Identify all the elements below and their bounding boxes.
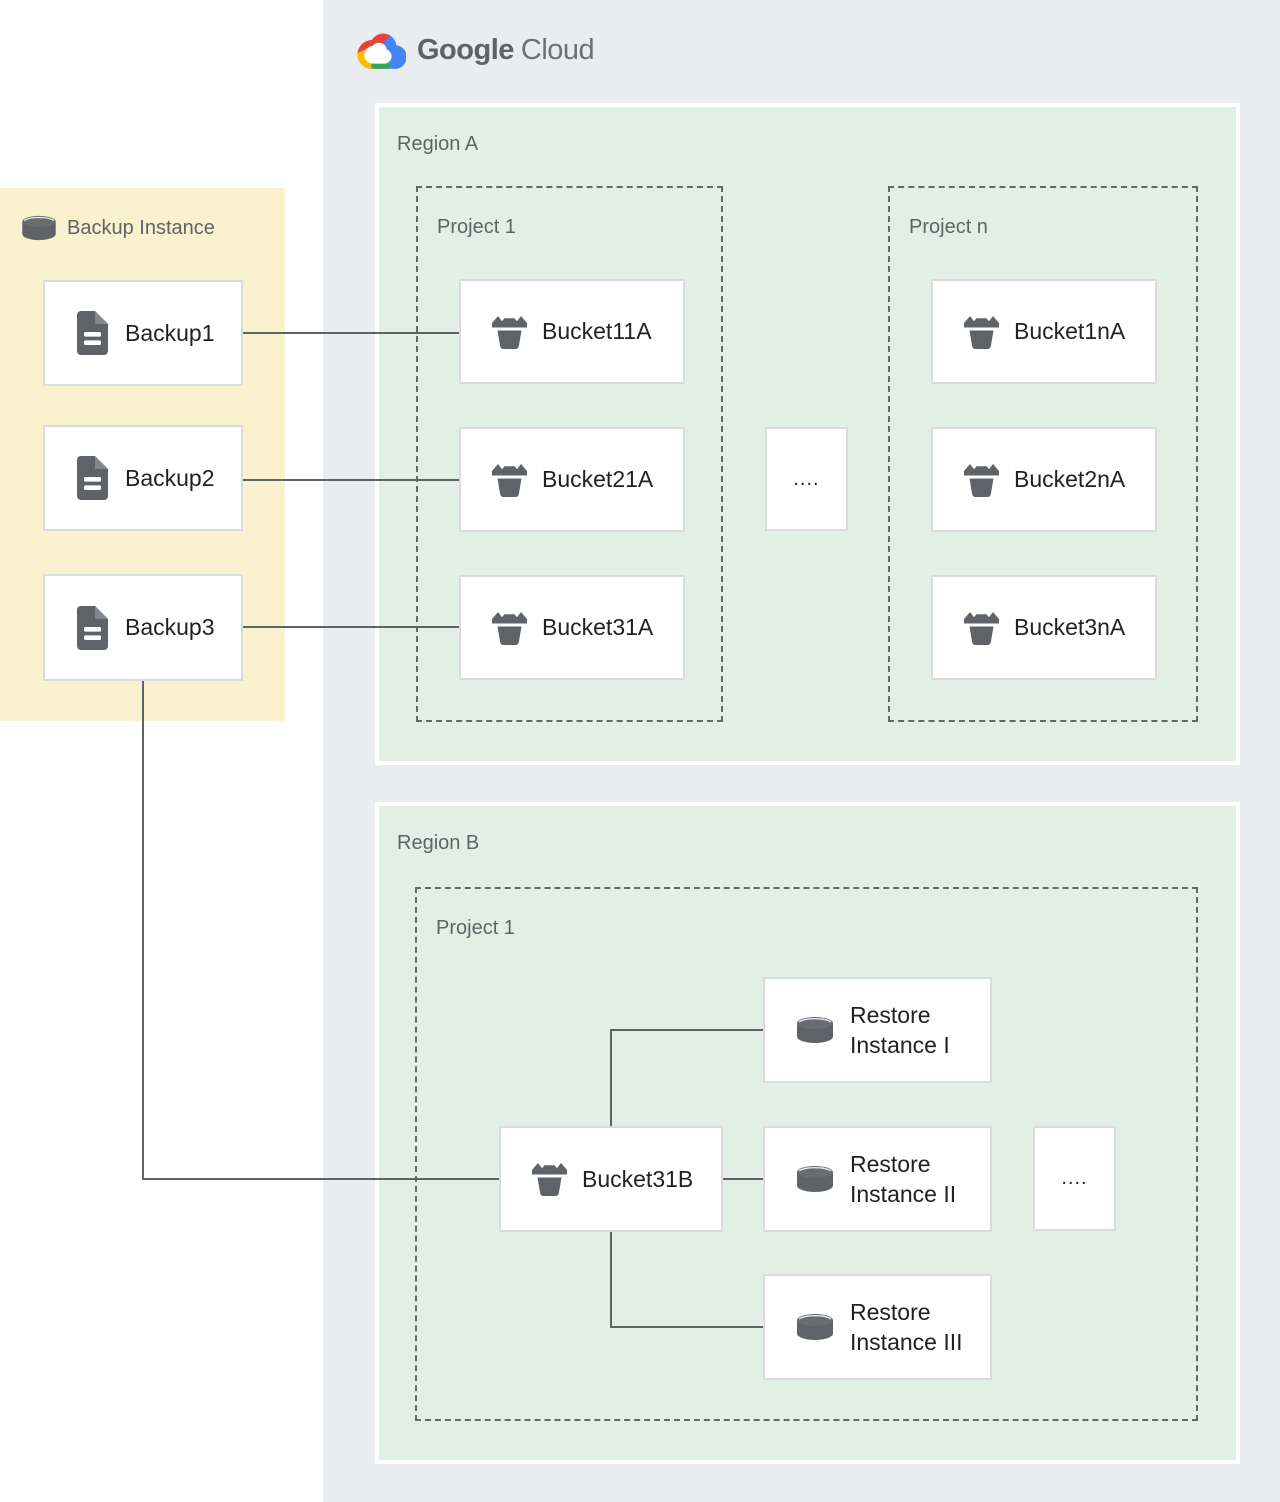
bucket21a-label: Bucket21A [542, 466, 654, 492]
backup2-label: Backup2 [125, 464, 215, 491]
restore-instance-3-node: Restore Instance III [763, 1274, 992, 1380]
bucket31b-node: Bucket31B [499, 1126, 723, 1232]
bucket3na-node: Bucket3nA [931, 575, 1157, 680]
bucket21a-node: Bucket21A [459, 427, 685, 532]
region-b-label: Region B [397, 832, 480, 854]
bucket-icon [492, 315, 527, 349]
ellipsis-label: .... [1061, 1167, 1088, 1189]
bucket1na-label: Bucket1nA [1014, 318, 1126, 344]
ellipsis-label: .... [793, 467, 820, 490]
bucket2na-node: Bucket2nA [931, 427, 1157, 532]
project-1-label: Project 1 [437, 216, 516, 238]
region-a: Region A Project 1 Bucket11A Bucket21A B… [375, 103, 1240, 765]
backup3-node: Backup3 [43, 574, 243, 681]
backup1-node: Backup1 [43, 280, 243, 386]
google-cloud-logo-icon [357, 33, 406, 69]
file-icon [77, 311, 108, 355]
region-b: Region B Project 1 Bucket31B Restore Ins… [375, 802, 1240, 1464]
database-icon [796, 1313, 834, 1341]
file-icon [77, 456, 108, 500]
restore-instance-2-node: Restore Instance II [763, 1126, 992, 1232]
logo-product-text: Cloud [520, 33, 595, 66]
bucket-icon [532, 1163, 567, 1197]
backup-instance-title: Backup Instance [67, 216, 215, 239]
backup1-label: Backup1 [125, 319, 215, 346]
backup3-label: Backup3 [125, 614, 215, 640]
database-icon [21, 215, 57, 241]
bucket31b-label: Bucket31B [582, 1165, 694, 1192]
project-n-label: Project n [909, 216, 988, 238]
region-b-project-1: Project 1 Bucket31B Restore Instance I R… [415, 887, 1198, 1421]
bucket11a-node: Bucket11A [459, 279, 685, 384]
restore-instance-1-label: Restore Instance I [850, 1002, 950, 1058]
bucket-icon [492, 611, 527, 645]
region-b-project-1-label: Project 1 [436, 917, 515, 939]
bucket-icon [964, 463, 999, 497]
bucket-icon [964, 611, 999, 645]
bucket-icon [492, 463, 527, 497]
restore-instance-2-label: Restore Instance II [850, 1151, 957, 1207]
database-icon [796, 1165, 834, 1193]
bucket-icon [964, 315, 999, 349]
bucket31a-node: Bucket31A [459, 575, 685, 680]
backup-instance-header: Backup Instance [20, 215, 215, 241]
bucket31a-label: Bucket31A [542, 614, 654, 640]
file-icon [77, 605, 108, 650]
restore-instance-1-node: Restore Instance I [763, 977, 992, 1083]
region-a-label: Region A [397, 133, 479, 155]
bucket3na-label: Bucket3nA [1014, 614, 1126, 640]
region-b-ellipsis-node: .... [1033, 1126, 1116, 1231]
region-a-project-1: Project 1 Bucket11A Bucket21A Bucket31A [416, 186, 723, 722]
region-a-ellipsis-node: .... [765, 427, 848, 531]
bucket1na-node: Bucket1nA [931, 279, 1157, 384]
bucket11a-label: Bucket11A [542, 318, 652, 344]
bucket2na-label: Bucket2nA [1014, 466, 1126, 492]
logo-brand-text: Google [417, 33, 514, 66]
database-icon [796, 1016, 834, 1044]
backup-instance-panel: Backup Instance Backup1 Backup2 Backup3 [0, 188, 285, 721]
restore-instance-3-label: Restore Instance III [850, 1299, 963, 1355]
region-a-project-n: Project n Bucket1nA Bucket2nA Bucket3nA [888, 186, 1198, 722]
backup2-node: Backup2 [43, 425, 243, 531]
